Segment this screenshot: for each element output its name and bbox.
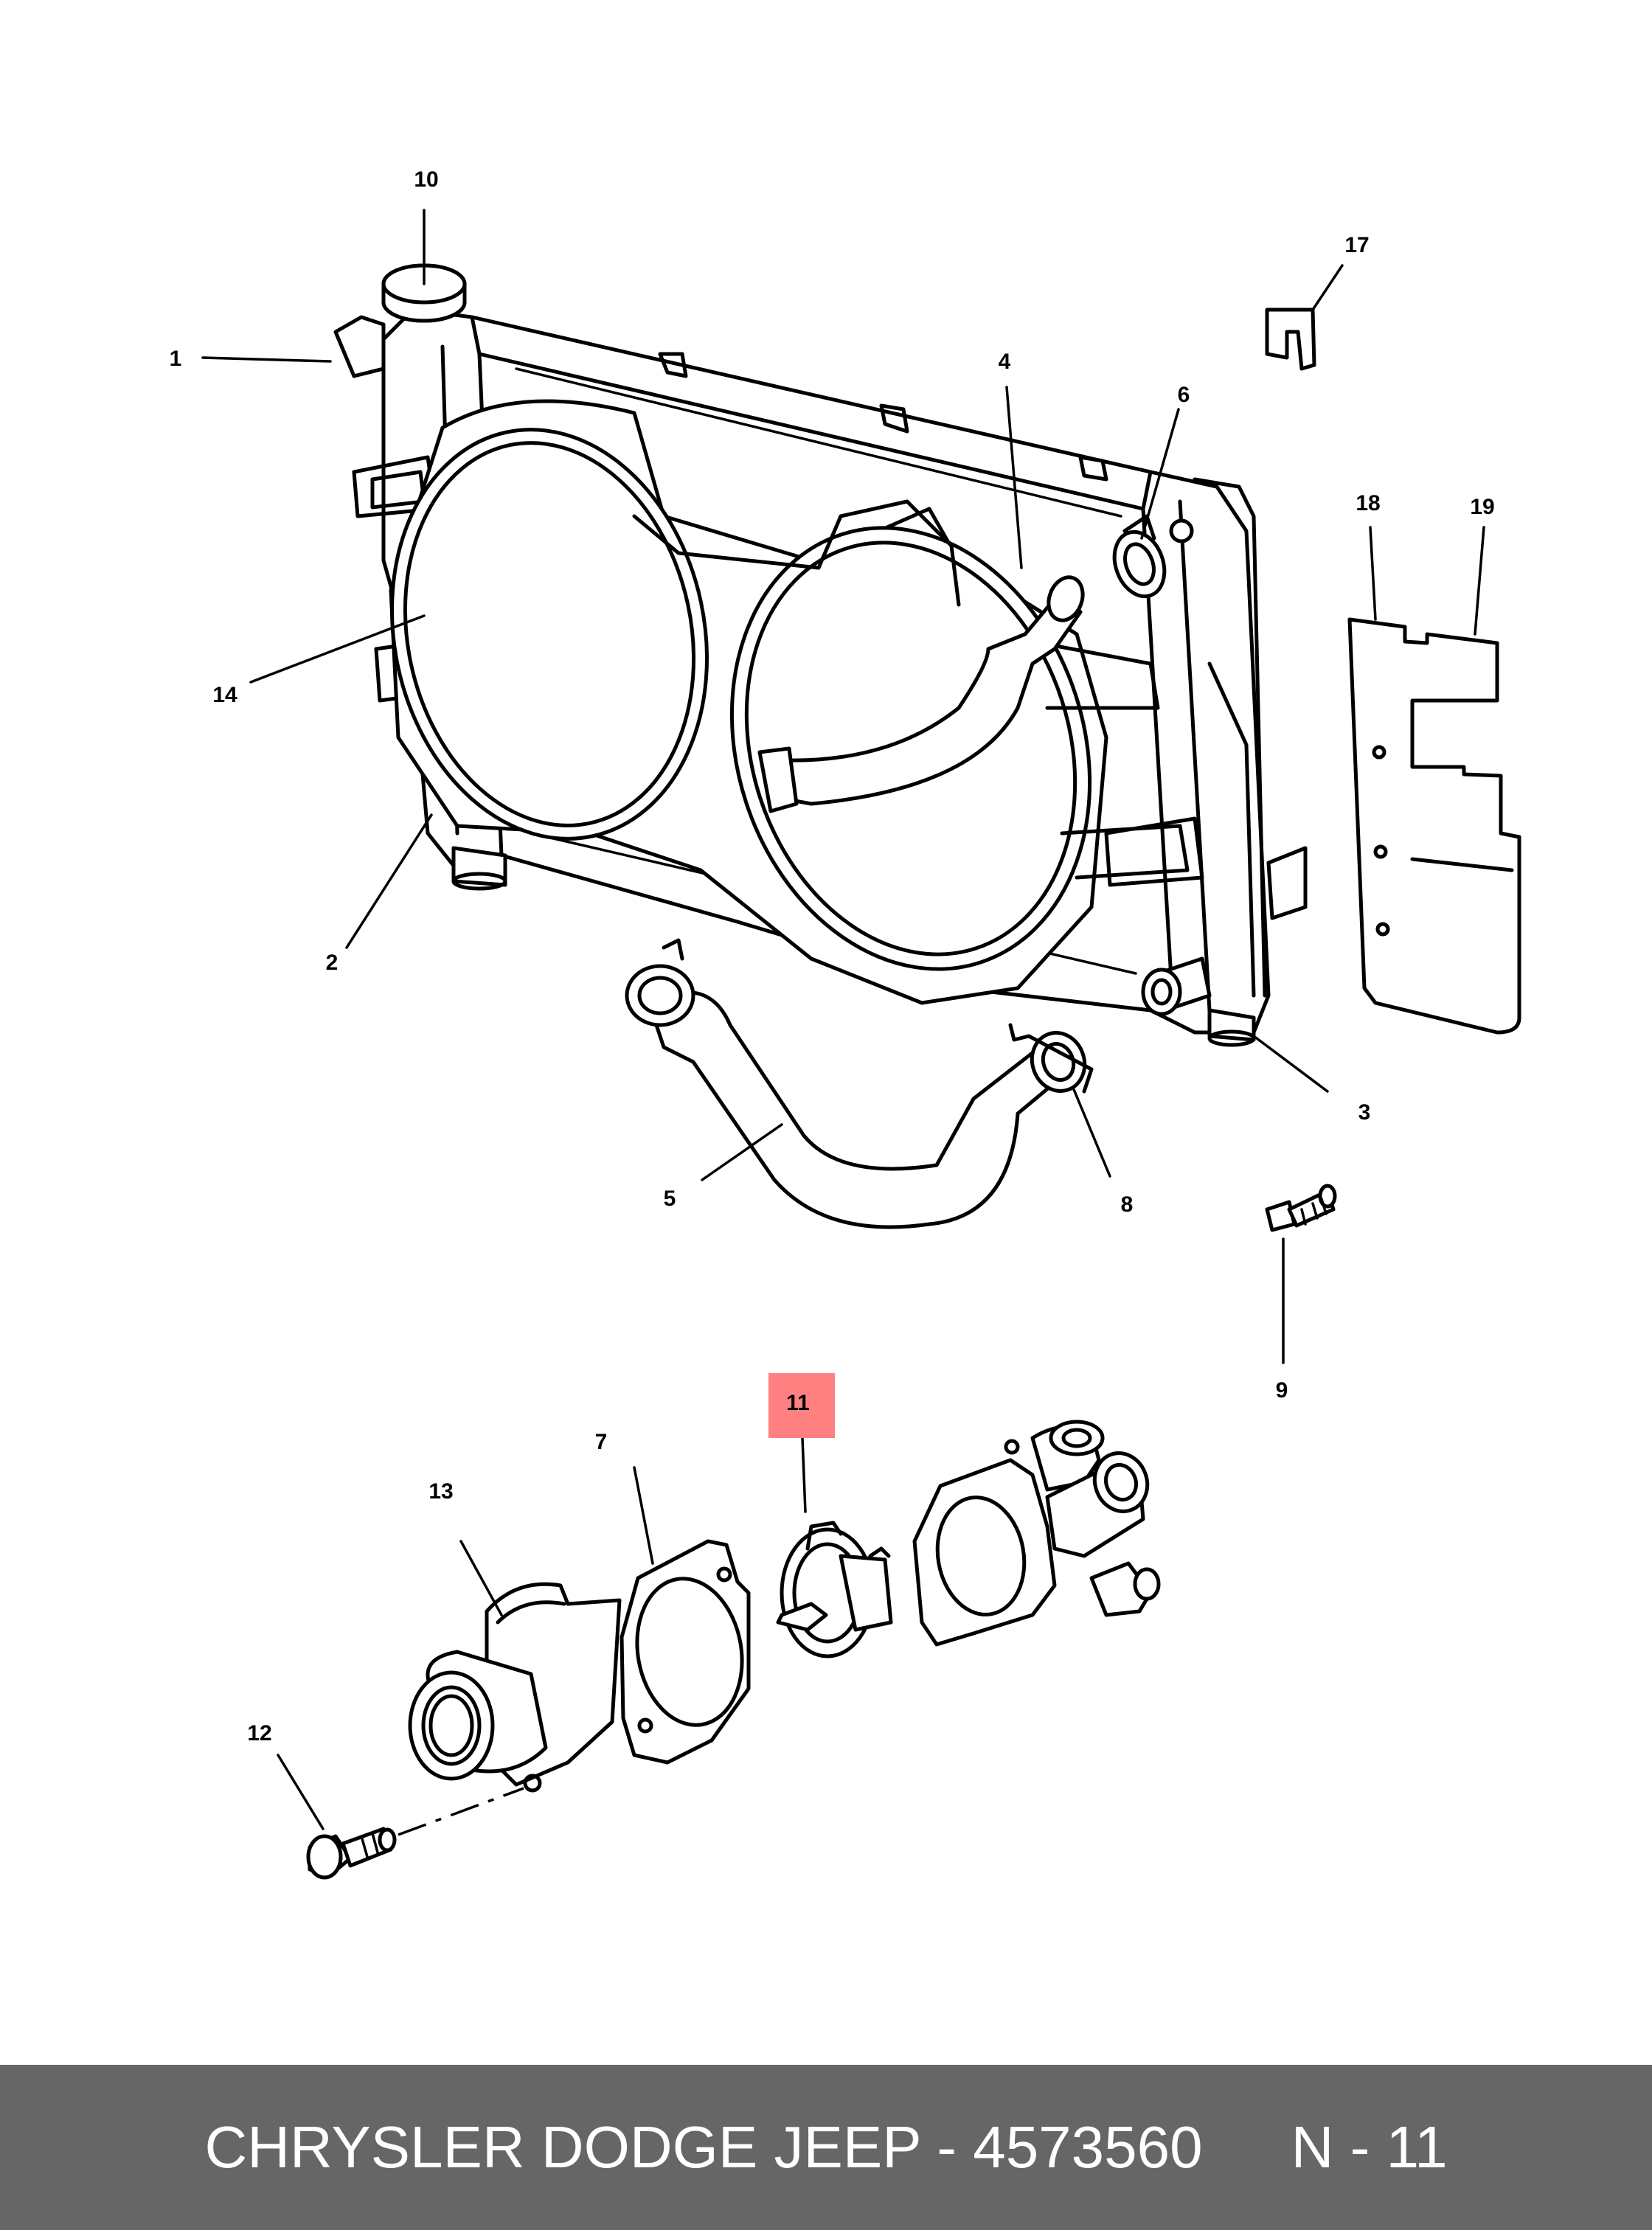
callout-9: 9 [1276,1378,1288,1403]
callout-13: 13 [428,1479,453,1504]
water-outlet-housing [408,1582,622,1793]
bracket-17 [1265,308,1316,371]
drain-fitting [1141,956,1212,1016]
callout-3: 3 [1358,1100,1371,1125]
parts-diagram: 1 2 3 4 5 6 7 8 9 10 11 12 13 14 17 18 1… [170,167,1521,1880]
radiator-cap [381,263,467,323]
callout-14: 14 [212,683,237,707]
footer-diagram-ref: N - 11 [1291,2114,1448,2180]
leader-lines [201,209,1485,1830]
footer-part-number: CHRYSLER DODGE JEEP - 4573560 [204,2114,1203,2180]
callout-1: 1 [170,347,182,371]
lower-hose [625,938,1087,1229]
callout-6: 6 [1178,383,1190,407]
callout-4: 4 [999,350,1011,374]
callout-8: 8 [1121,1192,1134,1217]
callout-17: 17 [1344,233,1369,257]
callout-labels: 1 2 3 4 5 6 7 8 9 10 11 12 13 14 17 18 1… [170,167,1495,1746]
bolt-12 [306,1787,524,1880]
gasket [620,1539,751,1765]
callout-11: 11 [786,1391,810,1415]
fan-shroud [389,399,1190,1005]
footer-bar: CHRYSLER DODGE JEEP - 4573560 N - 11 [0,2065,1652,2230]
hose-clamp-upper [1112,514,1194,599]
thermostat [776,1521,893,1658]
bolt-9 [1265,1184,1337,1232]
callout-5: 5 [664,1187,676,1211]
callout-19: 19 [1470,495,1494,519]
callout-12: 12 [247,1721,271,1746]
callout-7: 7 [595,1430,608,1454]
upper-hose [757,575,1085,813]
hose-clamp-lower [1008,1023,1094,1094]
thermostat-housing [912,1420,1161,1647]
callout-10: 10 [414,167,438,192]
callout-18: 18 [1356,491,1380,515]
air-seal-18-19 [1347,617,1521,1035]
highlight-box [768,1373,835,1438]
callout-2: 2 [326,951,339,975]
